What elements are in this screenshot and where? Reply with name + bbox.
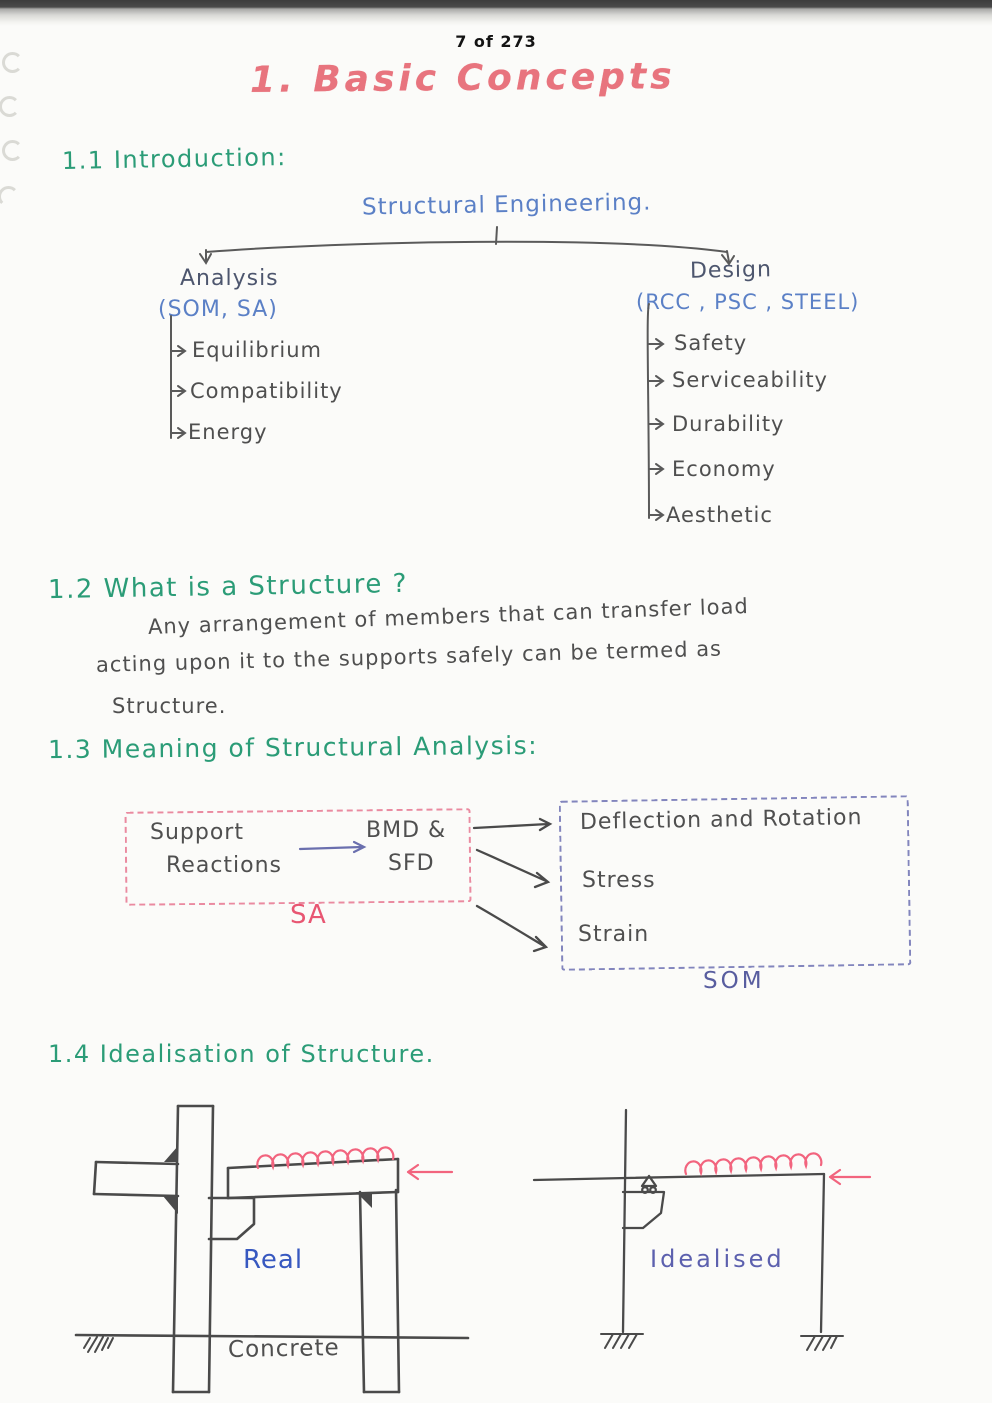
sa-box-bmd: BMD & — [366, 818, 447, 843]
body-line-2: acting upon it to the supports safely ca… — [95, 636, 723, 677]
tree-item-economy: Economy — [672, 457, 776, 481]
tree-item-serviceability: Serviceability — [672, 368, 828, 392]
tree-design-title: Design — [689, 257, 773, 284]
tree-analysis-title: Analysis — [180, 266, 279, 291]
sa-box-support: Support — [150, 820, 244, 845]
scan-top-edge — [0, 0, 992, 26]
heading-1-2: 1.2 What is a Structure ? — [47, 568, 409, 606]
spiral-binding-mark — [2, 140, 23, 161]
sa-label: SA — [290, 900, 327, 930]
spiral-binding-mark — [0, 96, 20, 117]
flow-arrows — [472, 817, 553, 953]
tree-design-subtitle: (RCC , PSC , STEEL) — [636, 290, 860, 314]
idealised-label: Idealised — [650, 1245, 785, 1273]
page-number: 7 of 273 — [455, 32, 537, 51]
tree-item-equilibrium: Equilibrium — [192, 338, 322, 362]
tree-item-energy: Energy — [188, 420, 268, 444]
som-item-deflection: Deflection and Rotation — [579, 805, 863, 835]
concrete-label: Concrete — [227, 1335, 340, 1363]
spiral-binding-mark — [0, 186, 19, 207]
real-load-arrow — [406, 1163, 454, 1181]
tree-root-label: Structural Engineering. — [361, 189, 652, 221]
tree-item-safety: Safety — [674, 331, 748, 355]
som-item-stress: Stress — [582, 868, 656, 893]
idealised-load-coils — [684, 1152, 872, 1186]
body-line-3: Structure. — [112, 694, 227, 718]
heading-1-1: 1.1 Introduction: — [61, 143, 287, 175]
som-label: SOM — [703, 968, 765, 994]
tree-item-durability: Durability — [672, 412, 785, 436]
real-load-coils — [256, 1146, 454, 1181]
som-item-strain: Strain — [578, 922, 650, 947]
heading-1-3: 1.3 Meaning of Structural Analysis: — [47, 730, 539, 765]
idealised-structure-sketch — [532, 1108, 844, 1351]
sa-box-sfd: SFD — [388, 851, 435, 876]
tree-item-aesthetic: Aesthetic — [666, 503, 773, 527]
real-label: Real — [243, 1245, 304, 1275]
sa-box-reactions: Reactions — [166, 853, 283, 878]
tree-item-compatibility: Compatibility — [190, 379, 343, 403]
page-title: 1. Basic Concepts — [249, 56, 676, 101]
heading-1-4: 1.4 Idealisation of Structure. — [48, 1040, 435, 1068]
idealised-load-arrow — [828, 1168, 872, 1186]
tree-analysis-subtitle: (SOM, SA) — [158, 297, 278, 322]
real-structure-fillets — [163, 1146, 372, 1214]
spiral-binding-mark — [2, 52, 23, 73]
